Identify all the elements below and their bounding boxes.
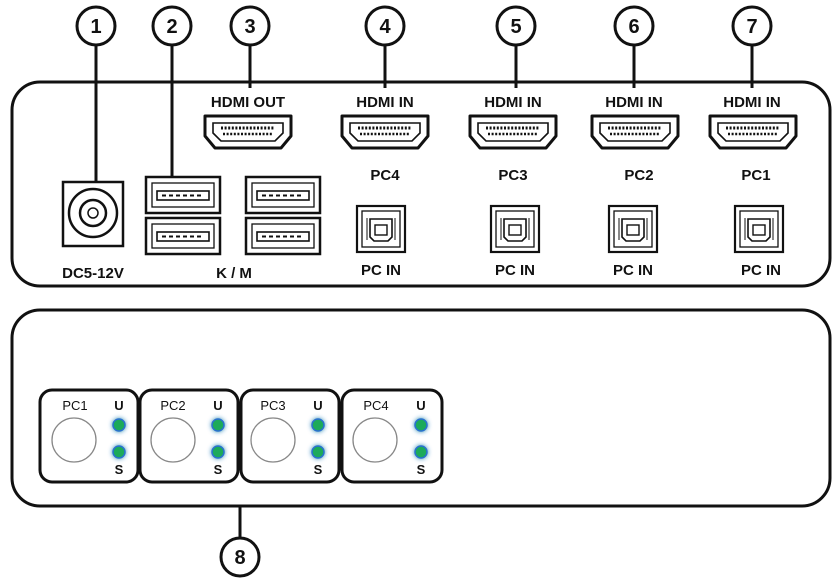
led-u-label: U [416, 398, 425, 413]
button-label: PC2 [160, 398, 185, 413]
usb-b-port [355, 204, 407, 254]
led-s-label: S [314, 462, 323, 477]
usb-a-port [144, 216, 222, 256]
usb-led [112, 418, 126, 432]
front-button-pc3: PC3 U S [239, 388, 341, 484]
select-button[interactable] [150, 417, 196, 463]
select-button[interactable] [352, 417, 398, 463]
callout-7: 7 [731, 5, 773, 47]
hdmi-in-port [708, 114, 798, 150]
pc-port-label: PC3 [498, 167, 527, 184]
callout-number: 5 [510, 16, 521, 38]
callout-4: 4 [364, 5, 406, 47]
hdmi-out-port [203, 114, 293, 150]
callout-number: 4 [379, 16, 391, 38]
led-s-label: S [214, 462, 223, 477]
power-label: DC5-12V [62, 265, 124, 282]
callout-6: 6 [613, 5, 655, 47]
callout-number: 3 [244, 16, 255, 38]
led-s-label: S [115, 462, 124, 477]
usb-b-port [733, 204, 785, 254]
hdmi-in-pc1: HDMI IN PC1 PC IN [708, 94, 798, 279]
callout-5: 5 [495, 5, 537, 47]
hdmi-in-label: HDMI IN [356, 94, 414, 111]
usb-b-port [607, 204, 659, 254]
callout-lines [94, 46, 754, 540]
callout-number: 7 [746, 16, 757, 38]
button-label: PC3 [260, 398, 285, 413]
front-button-pc2: PC2 U S [138, 388, 240, 484]
callouts: 1 2 3 4 5 6 7 8 [75, 5, 773, 578]
status-led [112, 445, 126, 459]
hdmi-in-label: HDMI IN [723, 94, 781, 111]
hdmi-in-pc3: HDMI IN PC3 PC IN [468, 94, 558, 279]
led-u-label: U [313, 398, 322, 413]
hdmi-in-label: HDMI IN [484, 94, 542, 111]
status-led [311, 445, 325, 459]
usb-a-port [244, 216, 322, 256]
front-button-pc4: PC4 U S [340, 388, 444, 484]
pc-in-label: PC IN [613, 262, 653, 279]
callout-1: 1 [75, 5, 117, 47]
pc-port-label: PC2 [624, 167, 653, 184]
hdmi-in-label: HDMI IN [605, 94, 663, 111]
power-jack [61, 180, 125, 248]
callout-8: 8 [219, 536, 261, 578]
led-s-label: S [417, 462, 426, 477]
callout-number: 8 [234, 547, 245, 569]
callout-3: 3 [229, 5, 271, 47]
pc-in-label: PC IN [495, 262, 535, 279]
select-button[interactable] [51, 417, 97, 463]
select-button[interactable] [250, 417, 296, 463]
rear-panel-outline [10, 80, 832, 288]
hdmi-in-port [468, 114, 558, 150]
usb-led [211, 418, 225, 432]
button-label: PC1 [62, 398, 87, 413]
led-u-label: U [114, 398, 123, 413]
hdmi-in-port [340, 114, 430, 150]
usb-a-port [244, 175, 322, 215]
led-u-label: U [213, 398, 222, 413]
hdmi-in-port [590, 114, 680, 150]
pc-port-label: PC1 [741, 167, 770, 184]
front-button-pc1: PC1 U S [38, 388, 140, 484]
button-label: PC4 [363, 398, 388, 413]
callout-2: 2 [151, 5, 193, 47]
usb-led [414, 418, 428, 432]
rear-panel: DC5-12V K / M HDMI OUT HDMI IN PC4 PC IN… [10, 80, 832, 288]
callout-number: 1 [90, 16, 101, 38]
callout-number: 2 [166, 16, 177, 38]
usb-led [311, 418, 325, 432]
status-led [211, 445, 225, 459]
callout-number: 6 [628, 16, 639, 38]
pc-in-label: PC IN [741, 262, 781, 279]
pc-in-label: PC IN [361, 262, 401, 279]
hdmi-in-pc2: HDMI IN PC2 PC IN [590, 94, 680, 279]
usb-b-port [489, 204, 541, 254]
front-panel: PC1 U S PC2 U S PC3 U S PC4 [10, 308, 832, 508]
hdmi-out-label: HDMI OUT [211, 94, 285, 111]
usb-a-port [144, 175, 222, 215]
pc-port-label: PC4 [370, 167, 400, 184]
km-label: K / M [216, 265, 252, 282]
hdmi-in-pc4: HDMI IN PC4 PC IN [340, 94, 430, 279]
status-led [414, 445, 428, 459]
